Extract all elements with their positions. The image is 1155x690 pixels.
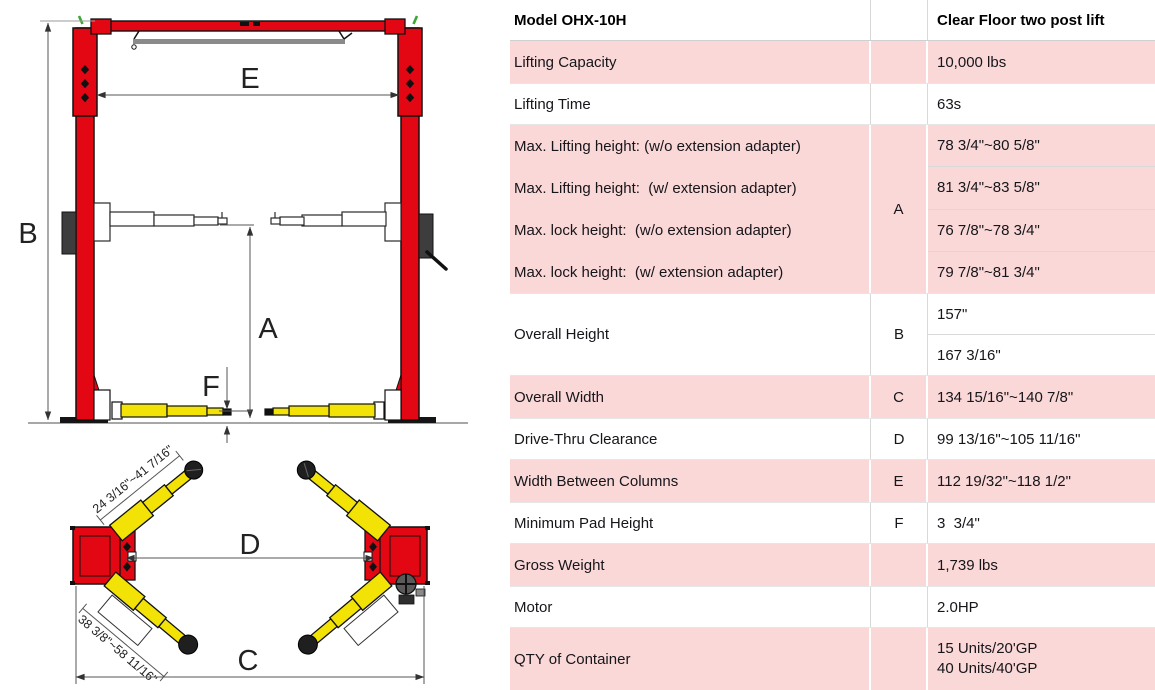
spec-value: 3 3/4" bbox=[937, 514, 980, 532]
spec-value: 76 7/8"~78 3/4" bbox=[928, 208, 1155, 251]
spec-label: Max. Lifting height: (w/o extension adap… bbox=[514, 137, 801, 155]
spec-row-max-heights: Max. Lifting height: (w/o extension adap… bbox=[510, 125, 1155, 293]
spec-letter-cell: E bbox=[871, 460, 928, 502]
right-floor-arm bbox=[264, 389, 402, 421]
spec-letter-cell bbox=[871, 0, 928, 40]
left-hook-icon bbox=[77, 15, 84, 25]
spec-label: QTY of Container bbox=[510, 628, 871, 690]
rear-arm-left: 38 3/8"~58 11/16" bbox=[75, 571, 199, 686]
spec-letter-cell bbox=[871, 628, 928, 690]
left-cover-box bbox=[61, 211, 77, 255]
dim-label-d: D bbox=[240, 529, 261, 561]
spec-value: 99 13/16"~105 11/16" bbox=[937, 430, 1081, 448]
spec-value: 134 15/16"~140 7/8" bbox=[937, 388, 1074, 406]
spec-label: Lifting Time bbox=[510, 84, 871, 124]
spec-label: Drive-Thru Clearance bbox=[510, 419, 871, 459]
spec-label-group: Max. Lifting height: (w/o extension adap… bbox=[510, 125, 871, 293]
dim-label-b: B bbox=[18, 218, 37, 250]
spec-label: Max. Lifting height: (w/ extension adapt… bbox=[514, 179, 797, 197]
spec-label: Lifting Capacity bbox=[510, 41, 871, 83]
lift-diagram-svg: B E A F bbox=[18, 15, 468, 686]
spec-letter-cell: C bbox=[871, 376, 928, 418]
spec-table: Model OHX-10H Clear Floor two post lift … bbox=[510, 0, 1155, 690]
dimension-f: F bbox=[202, 367, 251, 443]
spec-value: 112 19/32"~118 1/2" bbox=[937, 472, 1071, 490]
dim-label-c: C bbox=[238, 645, 259, 677]
spec-row-min-pad-height: Minimum Pad Height F 3 3/4" bbox=[510, 502, 1155, 544]
spec-row-overall-width: Overall Width C 134 15/16"~140 7/8" bbox=[510, 376, 1155, 418]
spec-label: Overall Height bbox=[510, 294, 871, 375]
power-unit bbox=[395, 573, 426, 605]
spec-letter-cell bbox=[871, 587, 928, 627]
spec-row-gross-weight: Gross Weight 1,739 lbs bbox=[510, 544, 1155, 586]
spec-value-group: 15 Units/20'GP 40 Units/40'GP bbox=[928, 628, 1155, 690]
spec-label: Max. lock height: (w/o extension adapter… bbox=[514, 221, 792, 239]
right-carriage-arm bbox=[270, 202, 402, 242]
dim-label-f: F bbox=[202, 371, 220, 403]
model-name: Model OHX-10H bbox=[510, 0, 871, 40]
dimension-c: C bbox=[75, 586, 425, 684]
spec-value: 40 Units/40'GP bbox=[937, 660, 1038, 677]
power-unit-box bbox=[418, 213, 448, 271]
dimension-e: E bbox=[96, 63, 400, 99]
spec-label: Minimum Pad Height bbox=[510, 503, 871, 543]
spec-row-motor: Motor 2.0HP bbox=[510, 586, 1155, 628]
spec-letter-cell bbox=[871, 84, 928, 124]
spec-header-row: Model OHX-10H Clear Floor two post lift bbox=[510, 0, 1155, 41]
spec-letter-cell: F bbox=[871, 503, 928, 543]
spec-row-lifting-time: Lifting Time 63s bbox=[510, 83, 1155, 125]
spec-row-qty-container: QTY of Container 15 Units/20'GP 40 Units… bbox=[510, 628, 1155, 690]
left-floor-arm bbox=[93, 389, 232, 421]
spec-row-overall-height: Overall Height B 157" 167 3/16" bbox=[510, 293, 1155, 376]
spec-label: Overall Width bbox=[510, 376, 871, 418]
rear-arm-right bbox=[297, 571, 399, 655]
dim-label-a: A bbox=[258, 313, 278, 345]
top-view: 24 3/16"~41 7/16" bbox=[70, 443, 430, 686]
overhead-safety-bar bbox=[131, 30, 353, 50]
spec-letter-cell bbox=[871, 41, 928, 83]
lift-type: Clear Floor two post lift bbox=[937, 11, 1105, 29]
spec-value: 81 3/4"~83 5/8" bbox=[928, 166, 1155, 208]
spec-letter-cell: B bbox=[871, 294, 928, 375]
spec-value: 63s bbox=[937, 95, 962, 113]
spec-row-width-between-columns: Width Between Columns E 112 19/32"~118 1… bbox=[510, 460, 1155, 502]
lift-diagram: B E A F bbox=[0, 0, 510, 690]
dimension-b: B bbox=[18, 20, 95, 421]
spec-value: 10,000 lbs bbox=[937, 53, 1007, 71]
spec-label: Max. lock height: (w/ extension adapter) bbox=[514, 263, 784, 281]
crossbeam bbox=[90, 18, 406, 35]
spec-letter-cell bbox=[871, 544, 928, 586]
spec-label: Motor bbox=[510, 587, 871, 627]
spec-value-group: 157" 167 3/16" bbox=[928, 294, 1155, 375]
front-view: B E A F bbox=[18, 15, 468, 443]
spec-letter-cell: A bbox=[871, 125, 928, 293]
dimension-a: A bbox=[220, 224, 278, 419]
front-arm-right bbox=[296, 460, 392, 542]
spec-value-group: 78 3/4"~80 5/8" 81 3/4"~83 5/8" 76 7/8"~… bbox=[928, 125, 1155, 293]
dimension-d: D bbox=[125, 529, 375, 562]
spec-value: 78 3/4"~80 5/8" bbox=[937, 137, 1040, 155]
spec-row-lifting-capacity: Lifting Capacity 10,000 lbs bbox=[510, 41, 1155, 83]
spec-label: Width Between Columns bbox=[510, 460, 871, 502]
spec-value: 157" bbox=[937, 305, 968, 323]
dim-label-e: E bbox=[240, 63, 259, 95]
front-arm-range-label: 24 3/16"~41 7/16" bbox=[90, 443, 176, 517]
spec-value: 79 7/8"~81 3/4" bbox=[928, 250, 1155, 293]
left-carriage-arm bbox=[93, 202, 228, 242]
spec-value: 167 3/16" bbox=[928, 334, 1155, 375]
spec-value: 2.0HP bbox=[937, 598, 979, 616]
spec-row-drive-thru: Drive-Thru Clearance D 99 13/16"~105 11/… bbox=[510, 418, 1155, 460]
spec-value: 1,739 lbs bbox=[937, 556, 998, 574]
spec-label: Gross Weight bbox=[510, 544, 871, 586]
spec-value: 15 Units/20'GP bbox=[937, 640, 1038, 657]
right-hook-icon bbox=[412, 15, 419, 25]
spec-letter-cell: D bbox=[871, 419, 928, 459]
